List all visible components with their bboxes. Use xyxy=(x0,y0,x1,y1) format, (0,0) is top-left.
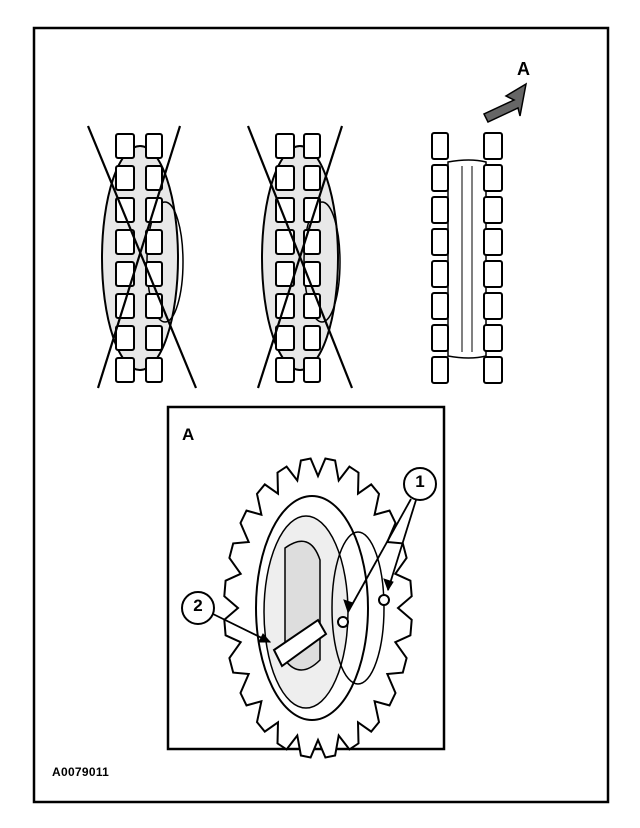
sprocket-tooth xyxy=(303,325,321,351)
sprocket-tooth xyxy=(483,228,503,256)
sprocket-tooth xyxy=(483,324,503,352)
sprocket-tooth xyxy=(145,229,163,255)
cross-line-2b xyxy=(256,125,344,389)
view-arrow-icon xyxy=(482,82,528,123)
sprocket-tooth xyxy=(115,325,135,351)
sprocket-tooth xyxy=(145,165,163,191)
sprocket-tooth xyxy=(145,133,163,159)
sprocket-tooth xyxy=(431,132,449,160)
sprocket-tooth xyxy=(303,357,321,383)
sprocket-tooth xyxy=(483,292,503,320)
sprocket-tooth xyxy=(275,133,295,159)
sprocket-tooth xyxy=(431,324,449,352)
detail-label: A xyxy=(182,425,195,444)
cross-line-1a xyxy=(86,125,198,389)
sprocket-tooth xyxy=(115,229,135,255)
sprocket-tooth xyxy=(145,357,163,383)
sprocket-tooth xyxy=(303,133,321,159)
callout-2-label: 2 xyxy=(193,596,203,615)
callout-1-label: 1 xyxy=(415,472,425,491)
outer-frame xyxy=(32,26,610,804)
view-label: A xyxy=(517,59,530,79)
sprocket-tooth xyxy=(115,357,135,383)
sprocket-tooth xyxy=(431,260,449,288)
sprocket-tooth xyxy=(483,356,503,384)
sprocket-tooth xyxy=(483,260,503,288)
sprocket-tooth xyxy=(303,165,321,191)
sprocket-tooth xyxy=(275,165,295,191)
cross-line-1b xyxy=(96,125,182,389)
sprocket-tooth xyxy=(431,164,449,192)
figure-code: A0079011 xyxy=(52,765,110,779)
sprocket-tooth xyxy=(115,165,135,191)
sprocket-tooth xyxy=(115,133,135,159)
sprocket-tooth xyxy=(431,292,449,320)
sprocket-tooth xyxy=(275,357,295,383)
callout-2 xyxy=(181,591,272,643)
sprocket-tooth xyxy=(483,164,503,192)
sprocket-tooth xyxy=(483,132,503,160)
sprocket-tooth xyxy=(483,196,503,224)
sprocket-tooth xyxy=(145,325,163,351)
sprocket-tooth xyxy=(115,293,135,319)
sprocket-tooth xyxy=(431,228,449,256)
sprocket-detail xyxy=(223,457,413,759)
sprocket-tooth xyxy=(303,293,321,319)
sprocket-correct xyxy=(431,132,503,384)
sprocket-tooth xyxy=(275,325,295,351)
callout-1 xyxy=(343,467,437,614)
sprocket-tooth xyxy=(431,196,449,224)
sprocket-tooth xyxy=(431,356,449,384)
